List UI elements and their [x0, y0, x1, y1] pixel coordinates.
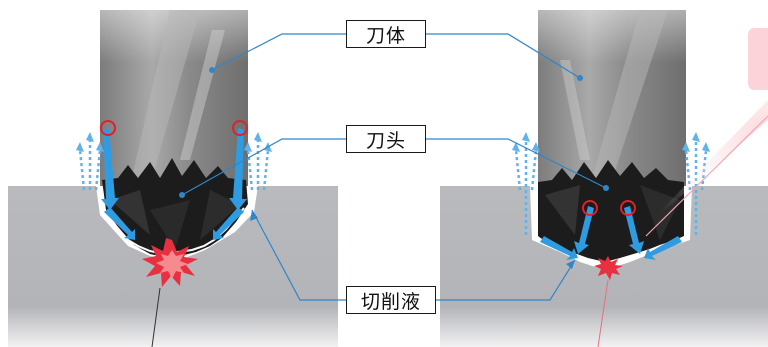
red-circle-marker-icon	[620, 200, 636, 216]
left-panel	[8, 10, 338, 347]
leader-lines	[181, 33, 607, 301]
coolant-dashes-left	[78, 140, 270, 191]
label-cutter-head: 刀头	[346, 125, 426, 153]
annotation-callout	[748, 28, 768, 90]
red-circle-marker-icon	[100, 120, 116, 136]
red-circle-marker-icon	[232, 120, 248, 136]
leader-arrowheads	[250, 210, 575, 269]
red-circle-marker-icon	[582, 200, 598, 216]
cutter-head-right	[538, 160, 684, 262]
label-cutting-fluid: 切削液	[346, 286, 436, 314]
right-panel	[440, 10, 768, 347]
coolant-arrow-icon	[101, 128, 247, 240]
label-cutter-body: 刀体	[346, 20, 426, 48]
heat-burst-icon	[594, 256, 623, 280]
coolant-arrow-icon	[540, 206, 682, 260]
